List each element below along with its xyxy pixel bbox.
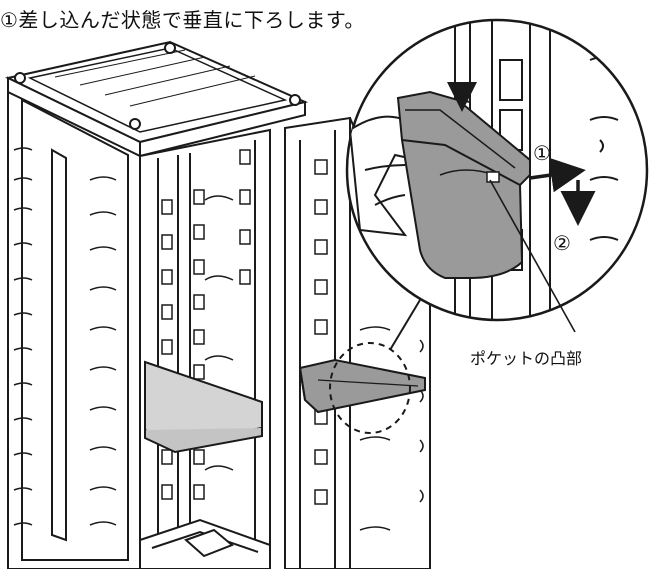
step-two-label: ②: [553, 231, 571, 255]
step-one-label: ①: [533, 141, 551, 165]
focus-dashed-circle: [329, 342, 411, 434]
instruction-text: ①差し込んだ状態で垂直に下ろします。: [0, 8, 365, 32]
shelf-board: [144, 360, 263, 454]
pocket-protrusion-label: ポケットの凸部: [470, 349, 583, 368]
cabinet-left-panel: [7, 83, 141, 569]
arrow-right-icon: [529, 157, 586, 193]
callout-leader-line: [489, 179, 576, 333]
door-ribs: [359, 326, 424, 531]
zoom-leader-line: [389, 299, 421, 351]
door-rail-holes: [314, 159, 328, 505]
cabinet-top-lid: [4, 40, 309, 158]
interior-recess-marks: [204, 195, 234, 471]
zoom-detail: ① ②: [345, 18, 649, 322]
pocket-zoomed: [396, 90, 531, 279]
cabinet-left-ribs: [13, 147, 117, 526]
cabinet-base: [139, 518, 271, 569]
interior-rail-holes: [161, 149, 251, 500]
